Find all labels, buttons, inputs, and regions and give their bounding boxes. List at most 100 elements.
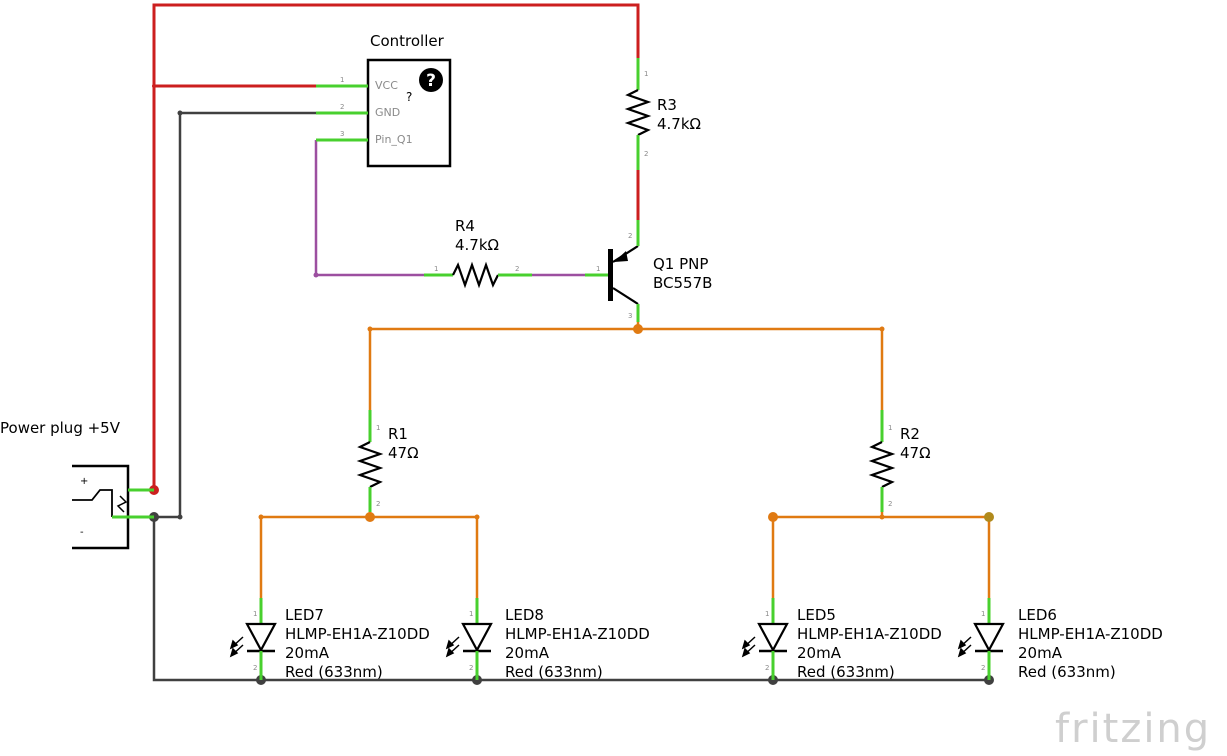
led6-color: Red (633nm) (1018, 663, 1116, 681)
led6-triangle (973, 622, 1005, 653)
vcc-wire-top (152, 3, 640, 490)
r4-pin2-num: 2 (515, 265, 519, 273)
power-plug-contact (72, 489, 113, 517)
transistor-q1[interactable]: 1 2 3 Q1 PNP BC557B (585, 220, 712, 322)
led-led7[interactable]: 1 2 LED7 HLMP-EH1A-Z10DD 20mA Red (633nm… (229, 598, 430, 681)
power-plug-body (72, 464, 130, 550)
led5-pin1-num: 1 (765, 610, 769, 618)
led6-part: HLMP-EH1A-Z10DD (1018, 625, 1163, 643)
led8-pin1-num: 1 (469, 610, 473, 618)
controller[interactable]: Controller ? ? 1 2 3 VCC GND Pin_Q1 (316, 32, 452, 168)
led5-part: HLMP-EH1A-Z10DD (797, 625, 942, 643)
r1-name: R1 (388, 425, 408, 443)
gnd-wire-bottom (152, 517, 989, 682)
controller-pin-label-vcc: VCC (375, 79, 398, 92)
fritzing-logo: fritzing (1055, 706, 1211, 752)
r2-pin2-num: 2 (888, 500, 892, 508)
q1-collector-lead (612, 287, 639, 305)
led7-color: Red (633nm) (285, 663, 383, 681)
r1-value: 47Ω (388, 444, 419, 462)
r2-pin1-num: 1 (888, 424, 892, 432)
r4-value: 4.7kΩ (455, 236, 499, 254)
r1-pin2-num: 2 (376, 500, 380, 508)
controller-pin-label-q1: Pin_Q1 (375, 133, 413, 146)
led7-pin1-num: 1 (253, 610, 257, 618)
led7-pin2-num: 2 (253, 664, 257, 672)
led8-pin2-num: 2 (469, 664, 473, 672)
resistor-r3[interactable]: 1 2 R3 4.7kΩ (624, 58, 701, 170)
led6-pin1-num: 1 (981, 610, 985, 618)
junction-led5-corner (768, 512, 778, 522)
led8-current: 20mA (505, 644, 550, 662)
junction-vcc-corner (152, 84, 156, 88)
led7-emission-icon (229, 636, 244, 658)
r1-pin1-num: 1 (376, 424, 380, 432)
r4-name: R4 (455, 217, 475, 235)
led8-color: Red (633nm) (505, 663, 603, 681)
junction-r1-out (365, 512, 375, 522)
led8-triangle (461, 622, 493, 653)
junction-led6-corner (984, 512, 994, 522)
led5-color: Red (633nm) (797, 663, 895, 681)
led8-name: LED8 (505, 606, 544, 624)
q1-part: BC557B (653, 274, 712, 292)
r3-value: 4.7kΩ (657, 115, 701, 133)
controller-pin-num-3: 3 (340, 130, 344, 138)
led8-emission-icon (445, 636, 460, 658)
led7-part: HLMP-EH1A-Z10DD (285, 625, 430, 643)
power-plug-arrow (116, 495, 128, 513)
led8-part: HLMP-EH1A-Z10DD (505, 625, 650, 643)
junction-bus-right (879, 326, 885, 332)
q1-base-bar (608, 249, 613, 301)
q1-pin3-num: 3 (628, 312, 632, 320)
controller-pin-num-1: 1 (340, 76, 344, 84)
junction-gnd-corner (177, 110, 183, 116)
power-plug[interactable]: Power plug +5V + - (0, 419, 154, 550)
r3-name: R3 (657, 96, 677, 114)
junction-gnd-stub (177, 514, 183, 520)
led6-emission-icon (957, 636, 972, 658)
junction-bus-left (367, 326, 373, 332)
r2-value: 47Ω (900, 444, 931, 462)
r1-body (356, 441, 384, 488)
help-icon (419, 68, 443, 92)
r4-pin1-num: 1 (434, 265, 438, 273)
resistor-r1[interactable]: 1 2 R1 47Ω (356, 410, 419, 512)
r4-body (452, 261, 499, 289)
r3-body (624, 89, 652, 136)
led5-current: 20mA (797, 644, 842, 662)
led7-triangle (245, 622, 277, 653)
led-led6[interactable]: 1 2 LED6 HLMP-EH1A-Z10DD 20mA Red (633nm… (957, 598, 1163, 681)
resistor-r2[interactable]: 1 2 R2 47Ω (868, 410, 931, 512)
help-icon-glyph: ? (426, 71, 436, 91)
controller-subtitle: ? (406, 90, 412, 104)
r3-pin2-num: 2 (644, 150, 648, 158)
r2-body (868, 441, 896, 488)
led7-name: LED7 (285, 606, 324, 624)
junctions (149, 84, 994, 685)
junction-signal-corner (313, 272, 319, 278)
junction-r2-out (879, 514, 885, 520)
resistor-r4[interactable]: 1 2 R4 4.7kΩ (424, 217, 532, 289)
r3-pin1-num: 1 (644, 70, 648, 78)
led6-current: 20mA (1018, 644, 1063, 662)
q1-emitter-arrow (614, 251, 628, 262)
r2-name: R2 (900, 425, 920, 443)
junction-left-corner (258, 514, 264, 520)
q1-name: Q1 PNP (653, 255, 708, 273)
q1-pin2-num: 2 (628, 232, 632, 240)
gnd-net (152, 111, 989, 682)
led-led5[interactable]: 1 2 LED5 HLMP-EH1A-Z10DD 20mA Red (633nm… (741, 598, 942, 681)
junction-led8-corner (474, 514, 480, 520)
power-plug-plus: + (80, 476, 88, 487)
led5-emission-icon (741, 636, 756, 658)
led5-triangle (757, 622, 789, 653)
led6-pin2-num: 2 (981, 664, 985, 672)
led-led8[interactable]: 1 2 LED8 HLMP-EH1A-Z10DD 20mA Red (633nm… (445, 598, 650, 681)
gnd-wire-controller (178, 111, 316, 517)
power-plug-minus: - (80, 527, 84, 538)
led5-name: LED5 (797, 606, 836, 624)
vcc-net (152, 3, 640, 490)
controller-pin-label-gnd: GND (375, 106, 400, 119)
